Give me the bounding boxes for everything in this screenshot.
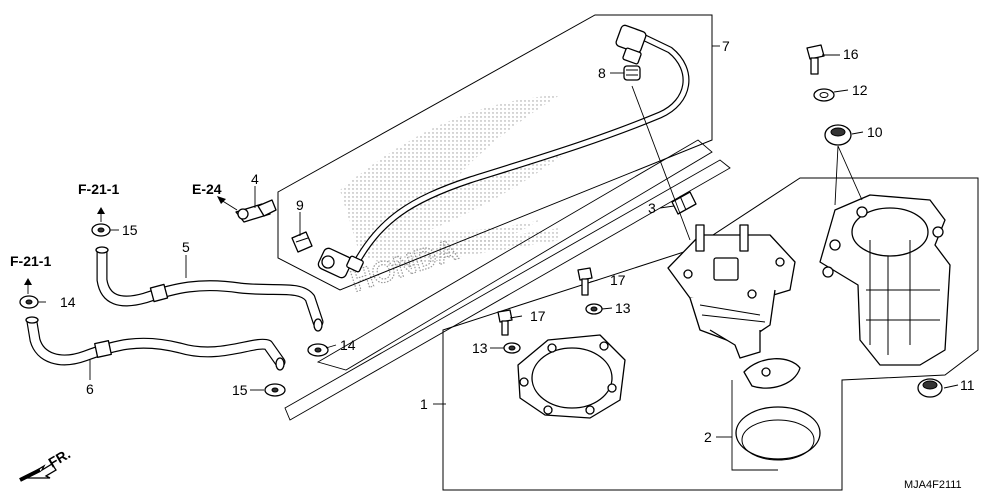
leader-lines [38, 45, 959, 471]
part-4-clamp [235, 199, 277, 223]
clamp-15-lower [264, 383, 286, 397]
callout-3: 3 [648, 200, 656, 216]
honda-wing-watermark: HONDA [340, 95, 570, 299]
guide-line-b [284, 159, 731, 421]
callout-14-left: 14 [60, 294, 76, 310]
hose-6 [25, 316, 286, 371]
fuel-pump-unit [667, 224, 796, 359]
callout-12: 12 [852, 82, 868, 98]
ref-f21-1-upper: F-21-1 [78, 181, 119, 197]
callout-15-upper: 15 [122, 222, 138, 238]
part-8-clip [623, 65, 641, 81]
drawing-code: MJA4F2111 [904, 479, 962, 491]
o-ring-set [735, 358, 821, 461]
gasket-plate [517, 334, 626, 419]
callout-11: 11 [960, 377, 975, 393]
reference-arrows [24, 196, 238, 294]
guide-line-a [316, 139, 713, 371]
callout-2: 2 [704, 429, 712, 445]
grommet-11 [917, 378, 943, 398]
bolt-16 [806, 44, 825, 75]
ref-e24: E-24 [192, 181, 222, 197]
washer-13-upper [585, 303, 603, 315]
fuel-tank-flange [819, 194, 951, 366]
bolt-17-upper [577, 267, 593, 296]
washer-13-lower [503, 342, 521, 354]
ref-f21-1-lower: F-21-1 [10, 253, 51, 269]
callout-4: 4 [251, 171, 259, 187]
callout-13-lower: 13 [472, 340, 488, 356]
hose-5 [95, 246, 324, 332]
clamp-14-upper [19, 295, 39, 309]
callout-17-lower: 17 [530, 308, 546, 324]
washer-12 [813, 88, 835, 102]
callout-7: 7 [722, 38, 730, 54]
callout-5: 5 [182, 239, 190, 255]
callout-6: 6 [86, 381, 94, 397]
callout-15-lower: 15 [232, 382, 248, 398]
frame-fuel-line-group [277, 14, 713, 291]
grommet-10 [824, 124, 852, 146]
front-arrow-icon [19, 463, 57, 482]
fuel-feed-tube [317, 24, 690, 279]
callout-1: 1 [420, 396, 428, 412]
callout-16: 16 [843, 46, 859, 62]
callout-14-right: 14 [340, 337, 356, 353]
part-9-clip [291, 231, 313, 253]
frame-fuel-pump-assembly [442, 177, 979, 491]
callout-8: 8 [598, 65, 606, 81]
callout-10: 10 [867, 124, 883, 140]
clamp-15-upper [91, 223, 111, 237]
callout-17-upper: 17 [610, 272, 626, 288]
callout-13-upper: 13 [615, 300, 631, 316]
clamp-14-lower [307, 343, 329, 357]
callout-9: 9 [296, 197, 304, 213]
bolt-17-lower [497, 309, 513, 336]
